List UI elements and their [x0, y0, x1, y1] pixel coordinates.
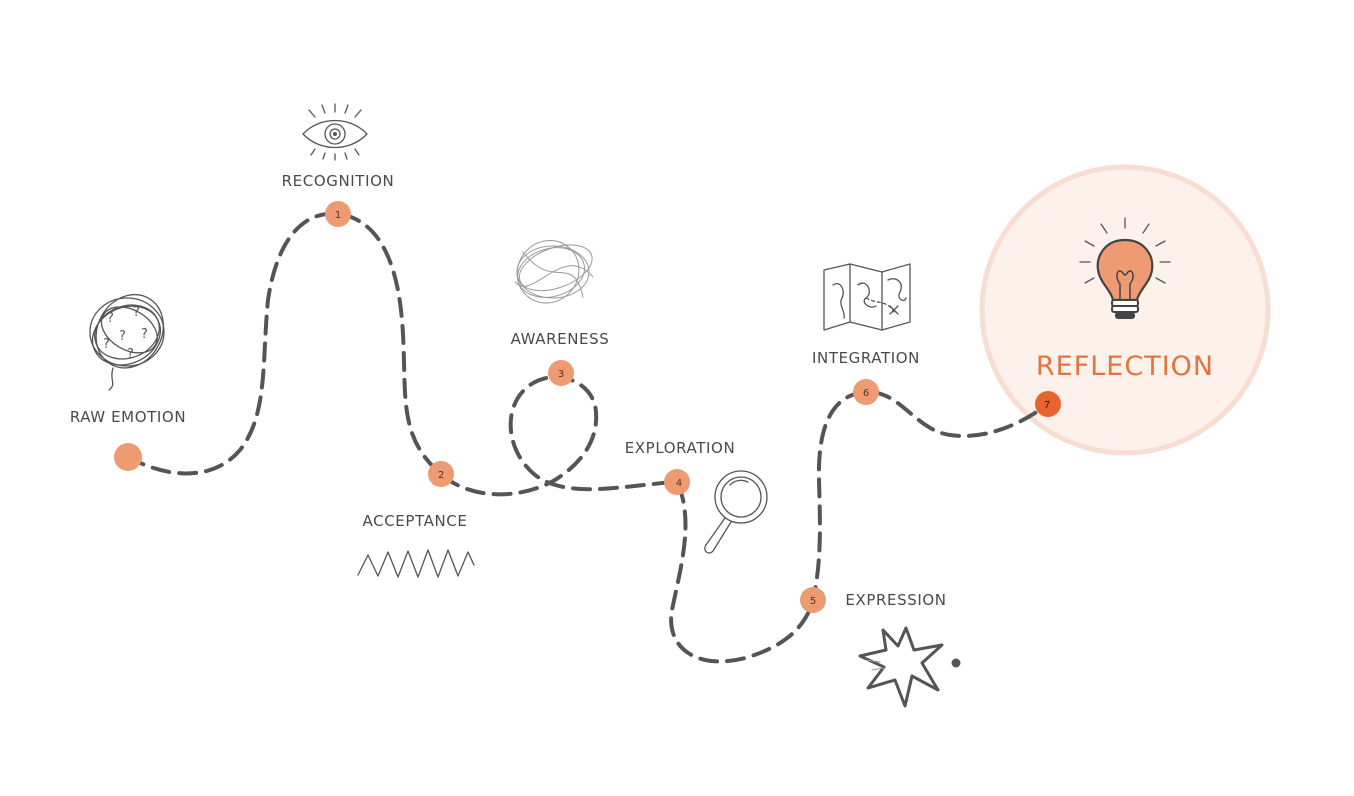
- stage-marker: [853, 379, 879, 405]
- stage-reflection: REFLECTION 7: [1035, 217, 1214, 417]
- tangled-question-ball-icon: ? ? ? ? ? ?: [89, 294, 165, 391]
- stage-marker: [114, 443, 142, 471]
- stage-marker: [428, 461, 454, 487]
- stage-expression: 5 EXPRESSION: [800, 587, 961, 708]
- svg-text:?: ?: [141, 327, 148, 342]
- stage-label: EXPLORATION: [625, 439, 736, 457]
- svg-text:?: ?: [107, 311, 114, 326]
- stage-recognition: RECOGNITION 1: [282, 103, 395, 227]
- burst-icon: [858, 626, 961, 708]
- svg-text:?: ?: [133, 305, 140, 320]
- stage-number: 4: [676, 478, 682, 489]
- stage-number: 3: [558, 369, 564, 380]
- stage-number: 2: [438, 470, 444, 481]
- stage-label: INTEGRATION: [812, 349, 920, 367]
- stage-marker: [548, 360, 574, 386]
- stage-marker: [664, 469, 690, 495]
- stage-acceptance: 2 ACCEPTANCE: [357, 461, 475, 578]
- stage-label: EXPRESSION: [845, 591, 946, 609]
- journey-path: [126, 211, 1050, 664]
- stage-awareness: AWARENESS 3: [511, 240, 610, 386]
- eye-icon: [302, 103, 368, 161]
- stage-raw-emotion: ? ? ? ? ? ? RAW EMOTION: [70, 294, 186, 471]
- stage-marker: [325, 201, 351, 227]
- svg-text:?: ?: [103, 337, 110, 352]
- stage-label: AWARENESS: [511, 330, 610, 348]
- magnifying-glass-icon: [704, 470, 768, 554]
- stage-marker: [800, 587, 826, 613]
- stage-integration: INTEGRATION 6: [812, 263, 920, 405]
- stage-number: 1: [335, 210, 341, 221]
- stage-number: 7: [1044, 400, 1050, 411]
- svg-text:?: ?: [127, 347, 134, 362]
- map-icon: [823, 263, 911, 331]
- stage-label: RAW EMOTION: [70, 408, 186, 426]
- scribble-cloud-icon: [514, 240, 594, 304]
- zigzag-wave-icon: [357, 549, 475, 578]
- stage-label: ACCEPTANCE: [363, 512, 468, 530]
- stage-number: 5: [810, 596, 816, 607]
- stage-label-highlighted: REFLECTION: [1036, 351, 1214, 382]
- svg-text:?: ?: [119, 329, 126, 344]
- stage-number: 6: [863, 388, 869, 399]
- stage-label: RECOGNITION: [282, 172, 395, 190]
- light-bulb-icon: [1079, 217, 1171, 319]
- stage-exploration: EXPLORATION 4: [625, 439, 768, 554]
- stage-marker: [1035, 391, 1061, 417]
